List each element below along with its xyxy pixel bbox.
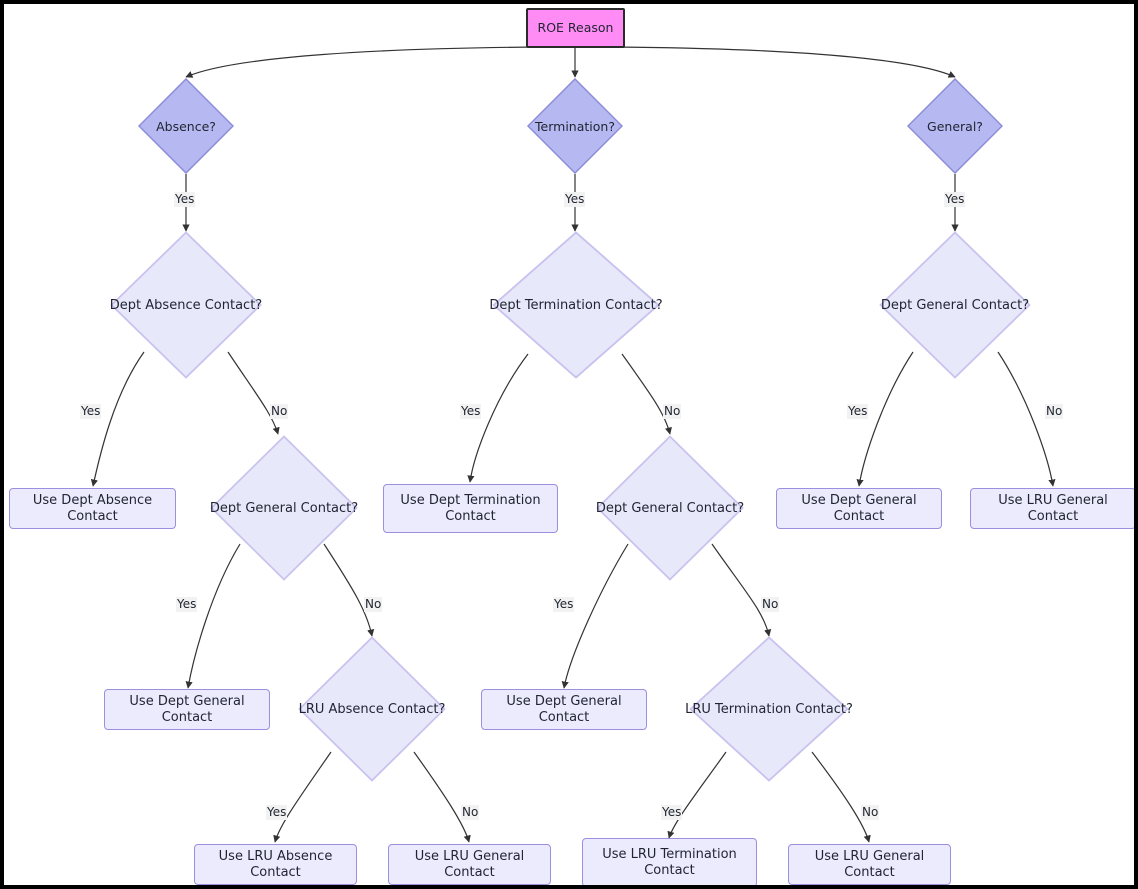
edge-label-lru-termination-no: No <box>861 805 880 820</box>
node-use-dept-general-r1[interactable]: Use Dept General Contact <box>776 488 942 529</box>
node-roe-reason-label: ROE Reason <box>537 20 614 35</box>
node-use-lru-general-l3[interactable]: Use LRU General Contact <box>388 844 551 885</box>
edge-label-lru-termination-yes: Yes <box>661 805 683 820</box>
node-use-dept-termination-label: Use Dept Termination Contact <box>400 492 541 524</box>
diamond-shape <box>527 78 623 174</box>
node-dept-general-q-right[interactable]: Dept General Contact? <box>879 231 1031 379</box>
edge-label-dept-termination-no: No <box>663 404 682 419</box>
node-general-q[interactable]: General? <box>907 78 1003 174</box>
node-lru-absence-q[interactable]: LRU Absence Contact? <box>298 636 446 782</box>
node-use-dept-general-l2-label: Use Dept General Contact <box>129 693 245 725</box>
node-termination-q[interactable]: Termination? <box>527 78 623 174</box>
node-dept-general-q-left[interactable]: Dept General Contact? <box>210 435 358 581</box>
node-use-lru-absence[interactable]: Use LRU Absence Contact <box>194 844 357 885</box>
diamond-shape <box>492 231 660 379</box>
node-use-dept-absence-label: Use Dept Absence Contact <box>32 492 153 524</box>
edge-label-dept-general-mid-no: No <box>761 597 780 612</box>
node-use-lru-termination-label: Use LRU Termination Contact <box>602 846 737 878</box>
edge-label-absence-yes: Yes <box>174 192 196 207</box>
node-use-lru-general-r1-label: Use LRU General Contact <box>998 492 1108 524</box>
diamond-shape <box>596 435 744 581</box>
node-dept-absence-q[interactable]: Dept Absence Contact? <box>110 231 262 379</box>
edge-label-dept-general-right-yes: Yes <box>847 404 869 419</box>
node-use-dept-general-m2-label: Use Dept General Contact <box>506 693 622 725</box>
edge-label-lru-absence-yes: Yes <box>266 805 288 820</box>
node-use-lru-general-m3[interactable]: Use LRU General Contact <box>788 844 951 885</box>
node-use-dept-general-m2[interactable]: Use Dept General Contact <box>481 689 647 730</box>
node-use-dept-termination[interactable]: Use Dept Termination Contact <box>383 484 558 533</box>
diamond-shape <box>138 78 234 174</box>
node-use-dept-absence[interactable]: Use Dept Absence Contact <box>9 488 176 529</box>
diamond-shape <box>298 636 446 782</box>
edge-label-termination-yes: Yes <box>564 192 586 207</box>
diamond-shape <box>879 231 1031 379</box>
edge-root-to-general <box>606 46 956 78</box>
edge-label-dept-general-left-yes: Yes <box>176 597 198 612</box>
diamond-shape <box>210 435 358 581</box>
node-use-lru-general-r1[interactable]: Use LRU General Contact <box>970 488 1134 529</box>
edge-label-dept-absence-no: No <box>270 404 289 419</box>
node-use-dept-general-r1-label: Use Dept General Contact <box>801 492 917 524</box>
node-lru-termination-q[interactable]: LRU Termination Contact? <box>685 636 853 782</box>
edge-root-to-absence <box>185 46 545 78</box>
edge-label-general-yes: Yes <box>944 192 966 207</box>
diamond-shape <box>907 78 1003 174</box>
node-dept-general-q-mid[interactable]: Dept General Contact? <box>596 435 744 581</box>
node-use-lru-general-m3-label: Use LRU General Contact <box>814 848 925 880</box>
node-roe-reason[interactable]: ROE Reason <box>526 8 625 48</box>
node-absence-q[interactable]: Absence? <box>138 78 234 174</box>
node-dept-termination-q[interactable]: Dept Termination Contact? <box>489 231 663 379</box>
edge-label-dept-absence-yes: Yes <box>80 404 102 419</box>
edge-label-dept-general-right-no: No <box>1045 404 1064 419</box>
edge-label-dept-general-mid-yes: Yes <box>553 597 575 612</box>
node-use-lru-termination[interactable]: Use LRU Termination Contact <box>582 838 757 885</box>
node-use-dept-general-l2[interactable]: Use Dept General Contact <box>104 689 270 730</box>
node-use-lru-absence-label: Use LRU Absence Contact <box>218 848 333 880</box>
diamond-shape <box>689 636 849 782</box>
diamond-shape <box>110 231 262 379</box>
edge-label-lru-absence-no: No <box>461 805 480 820</box>
edge-label-dept-termination-yes: Yes <box>460 404 482 419</box>
edge-label-dept-general-left-no: No <box>364 597 383 612</box>
node-use-lru-general-l3-label: Use LRU General Contact <box>414 848 525 880</box>
